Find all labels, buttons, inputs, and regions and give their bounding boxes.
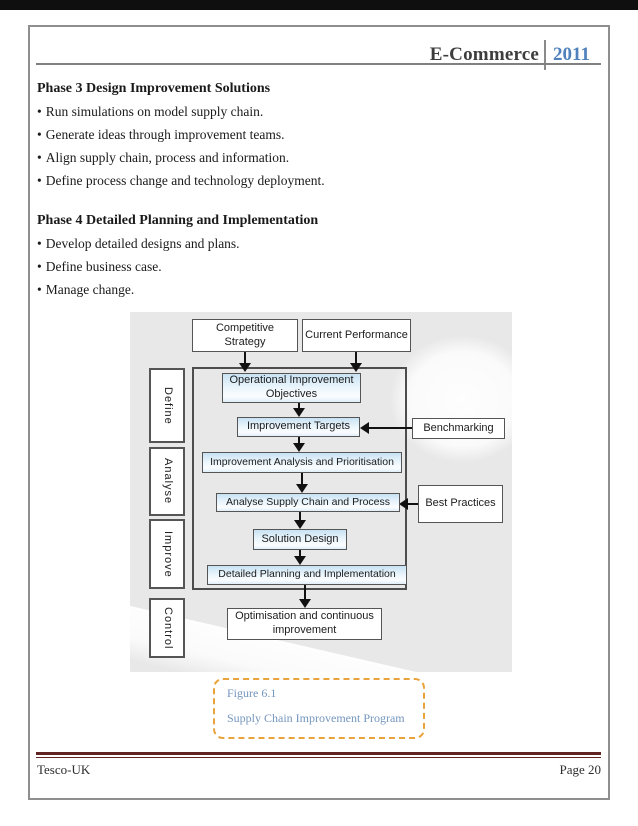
- step-analyse-supply-chain-box: Analyse Supply Chain and Process: [216, 493, 400, 512]
- best-practices-box: Best Practices: [418, 485, 503, 523]
- bullet-marker: •: [37, 150, 42, 165]
- benchmarking-arrow-left: [360, 422, 412, 434]
- bullet-item: •Develop detailed designs and plans.: [37, 235, 596, 252]
- flow-arrow-down: [294, 550, 306, 565]
- phase3-heading: Phase 3 Design Improvement Solutions: [37, 81, 271, 96]
- bullet-item: •Align supply chain, process and informa…: [37, 149, 596, 166]
- footer-left-text: Tesco-UK: [37, 762, 91, 777]
- header-rule: [36, 63, 601, 65]
- page-header: E-Commerce 2011: [430, 39, 590, 71]
- dmaic-improve-box: Improve: [149, 519, 185, 589]
- figure-caption: Supply Chain Improvement Program: [227, 711, 405, 725]
- bullet-text: Align supply chain, process and informat…: [45, 150, 290, 165]
- bullet-text: Manage change.: [45, 282, 135, 297]
- dmaic-define-box: Define: [149, 368, 185, 443]
- header-year: 2011: [553, 44, 590, 65]
- bullet-item: •Define process change and technology de…: [37, 172, 596, 189]
- bullet-marker: •: [37, 236, 42, 251]
- header-divider: [544, 40, 547, 70]
- phase4-heading: Phase 4 Detailed Planning and Implementa…: [37, 213, 319, 228]
- supply-chain-diagram: Competitive Strategy Current Performance…: [130, 312, 512, 672]
- best-practices-arrow-left: [399, 498, 419, 510]
- step-operational-objectives-box: Operational Improvement Objectives: [222, 373, 361, 403]
- footer-rule-thick: [36, 752, 601, 755]
- dmaic-control-box: Control: [149, 598, 185, 658]
- optimisation-outcome-box: Optimisation and continuous improvement: [227, 608, 382, 640]
- flow-arrow-down: [299, 585, 311, 608]
- current-performance-box: Current Performance: [302, 319, 411, 352]
- flow-arrow-down: [350, 352, 362, 372]
- bullet-marker: •: [37, 259, 42, 274]
- bullet-marker: •: [37, 282, 42, 297]
- benchmarking-box: Benchmarking: [412, 418, 505, 439]
- bullet-text: Run simulations on model supply chain.: [45, 104, 264, 119]
- bullet-marker: •: [37, 104, 42, 119]
- step-solution-design-box: Solution Design: [253, 529, 347, 550]
- dmaic-analyse-box: Analyse: [149, 447, 185, 516]
- footer-rule-thin: [36, 757, 601, 758]
- bullet-marker: •: [37, 127, 42, 142]
- document-page: E-Commerce 2011 Phase 3 Design Improveme…: [28, 25, 610, 800]
- step-detailed-planning-box: Detailed Planning and Implementation: [207, 565, 407, 585]
- bullet-item: •Run simulations on model supply chain.: [37, 103, 596, 120]
- flow-arrow-down: [293, 403, 305, 417]
- bullet-text: Define business case.: [45, 259, 162, 274]
- bullet-item: •Generate ideas through improvement team…: [37, 126, 596, 143]
- body-content: Phase 3 Design Improvement Solutions •Ru…: [37, 80, 596, 298]
- top-black-bar: [0, 0, 638, 10]
- bullet-item: •Define business case.: [37, 258, 596, 275]
- page-footer: Tesco-UK Page 20: [37, 762, 601, 778]
- bullet-text: Define process change and technology dep…: [45, 173, 325, 188]
- figure-caption-box: Figure 6.1 Supply Chain Improvement Prog…: [213, 678, 425, 739]
- flow-arrow-down: [296, 473, 308, 493]
- flow-arrow-down: [293, 437, 305, 452]
- footer-page-number: Page 20: [559, 762, 601, 777]
- bullet-text: Generate ideas through improvement teams…: [45, 127, 285, 142]
- bullet-item: •Manage change.: [37, 281, 596, 298]
- figure-label: Figure 6.1: [227, 686, 277, 700]
- flow-arrow-down: [294, 512, 306, 529]
- competitive-strategy-box: Competitive Strategy: [192, 319, 298, 352]
- step-improvement-targets-box: Improvement Targets: [237, 417, 360, 437]
- flow-arrow-down: [239, 352, 251, 372]
- bullet-marker: •: [37, 173, 42, 188]
- bullet-text: Develop detailed designs and plans.: [45, 236, 240, 251]
- header-title: E-Commerce: [429, 44, 540, 65]
- step-improvement-analysis-box: Improvement Analysis and Prioritisation: [202, 452, 402, 473]
